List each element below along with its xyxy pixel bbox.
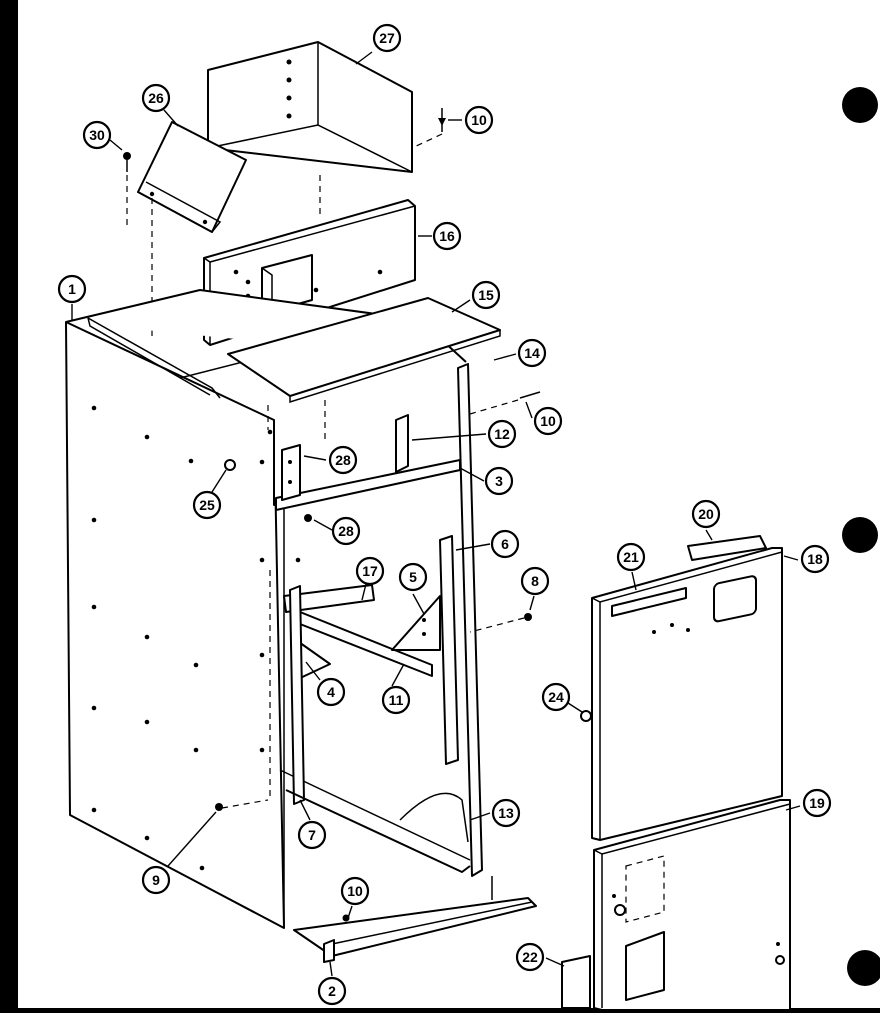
svg-text:16: 16 [439, 228, 455, 244]
svg-text:18: 18 [807, 551, 823, 567]
callout-9: 9 [141, 865, 171, 895]
callout-28-lower: 28 [331, 516, 361, 546]
wire [399, 792, 469, 843]
callout-30: 30 [82, 120, 112, 150]
part-24-knob [580, 710, 592, 722]
svg-text:5: 5 [409, 569, 417, 585]
svg-text:3: 3 [495, 473, 503, 489]
part-6-strip [439, 535, 459, 765]
screw-10-bottom [342, 914, 350, 922]
part-12-bracket [395, 414, 409, 473]
part-18-upper-door [591, 547, 783, 841]
binder-hole [847, 950, 880, 986]
part-19-lower-door [593, 799, 791, 1011]
callout-19: 19 [802, 788, 832, 818]
svg-text:21: 21 [623, 549, 639, 565]
svg-text:15: 15 [478, 287, 494, 303]
svg-text:25: 25 [199, 497, 215, 513]
svg-text:28: 28 [335, 452, 351, 468]
callout-2: 2 [317, 976, 347, 1006]
callout-10-top: 10 [464, 105, 494, 135]
part-28-bracket [281, 444, 301, 501]
binder-hole [842, 517, 878, 553]
svg-text:27: 27 [379, 30, 395, 46]
callout-25: 25 [192, 490, 222, 520]
scan-edge-bar [0, 0, 18, 1013]
callout-13: 13 [491, 798, 521, 828]
svg-text:10: 10 [540, 413, 556, 429]
callout-7: 7 [297, 820, 327, 850]
callout-22: 22 [515, 942, 545, 972]
svg-text:12: 12 [494, 426, 510, 442]
svg-text:8: 8 [531, 573, 539, 589]
svg-text:11: 11 [389, 692, 404, 708]
svg-text:17: 17 [362, 563, 378, 579]
callout-10-bottom: 10 [340, 876, 370, 906]
svg-text:19: 19 [809, 795, 825, 811]
callout-26: 26 [141, 83, 171, 113]
svg-text:1: 1 [68, 281, 76, 297]
part-7-post [289, 585, 305, 805]
scan-bottom-edge [0, 1008, 880, 1013]
part-20-lip [687, 535, 767, 561]
svg-text:28: 28 [338, 523, 354, 539]
part-5-gusset [391, 595, 441, 651]
screw-10-mid [519, 391, 541, 399]
binder-hole [842, 87, 878, 123]
callout-28-upper: 28 [328, 445, 358, 475]
callout-10-mid: 10 [533, 406, 563, 436]
leader-lines [71, 51, 801, 977]
callout-11: 11 [381, 685, 411, 715]
callout-17: 17 [355, 556, 385, 586]
svg-text:20: 20 [698, 506, 714, 522]
screw-30 [123, 152, 131, 172]
callout-18: 18 [800, 544, 830, 574]
callout-14: 14 [517, 338, 547, 368]
svg-text:26: 26 [148, 90, 164, 106]
screw-8 [524, 613, 532, 621]
part-22-tab [561, 955, 591, 1009]
callout-24: 24 [541, 682, 571, 712]
callout-16: 16 [432, 221, 462, 251]
svg-text:14: 14 [524, 345, 540, 361]
callout-8: 8 [520, 566, 550, 596]
svg-text:2: 2 [328, 983, 336, 999]
part-15-top-plate [227, 297, 501, 404]
part-13-corner [285, 789, 471, 873]
part-27-plenum-box [207, 41, 413, 173]
svg-text:24: 24 [548, 689, 564, 705]
svg-text:30: 30 [89, 127, 105, 143]
callout-4: 4 [316, 677, 346, 707]
svg-text:6: 6 [501, 536, 509, 552]
part-2-base-rail [293, 876, 537, 963]
svg-text:7: 7 [308, 827, 316, 843]
part-17-rail [283, 584, 375, 613]
callout-6: 6 [490, 529, 520, 559]
part-3-cross-rail [275, 459, 461, 511]
callout-5: 5 [398, 562, 428, 592]
svg-text:4: 4 [327, 684, 335, 700]
svg-text:13: 13 [498, 805, 514, 821]
callout-3: 3 [484, 466, 514, 496]
svg-text:10: 10 [471, 112, 487, 128]
plug-25 [224, 459, 236, 471]
callout-12: 12 [487, 419, 517, 449]
callout-15: 15 [471, 280, 501, 310]
svg-text:22: 22 [522, 949, 538, 965]
screw-9 [215, 803, 223, 811]
screw-28b [304, 514, 312, 522]
svg-text:9: 9 [152, 872, 160, 888]
part-26-angle-bracket [137, 121, 247, 233]
callout-21: 21 [616, 542, 646, 572]
callout-27: 27 [372, 23, 402, 53]
callout-20: 20 [691, 499, 721, 529]
svg-text:10: 10 [347, 883, 363, 899]
callout-1: 1 [57, 274, 87, 304]
screw-10-top [438, 108, 446, 132]
